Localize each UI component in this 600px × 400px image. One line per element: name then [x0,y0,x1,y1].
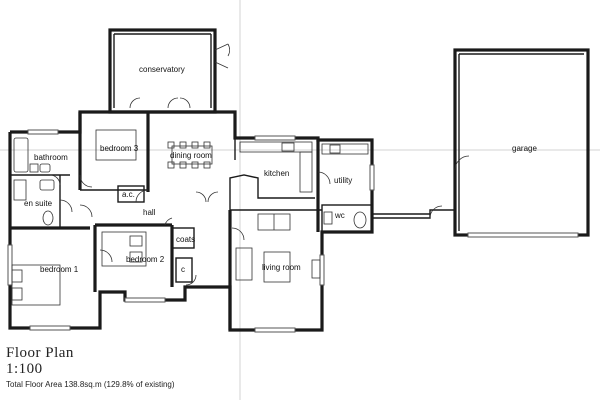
kitchen-units [239,141,313,193]
room-label-bathroom: bathroom [34,153,68,162]
plan-area-note: Total Floor Area 138.8sq.m (129.8% of ex… [6,380,175,389]
garage-walls [453,48,590,238]
utility-units [321,143,369,155]
room-label-en-suite: en suite [24,199,53,208]
living-room-furniture [235,213,321,283]
wc-fixtures [323,211,367,229]
room-label-cupboard: c [181,265,185,274]
room-label-conservatory: conservatory [139,65,185,74]
room-label-bedroom-2: bedroom 2 [126,255,165,264]
room-label-bedroom-3: bedroom 3 [100,144,139,153]
room-label-hall: hall [143,208,156,217]
plan-title: Floor Plan [6,345,74,361]
bedroom-beds [11,129,147,306]
door-swings [49,171,331,286]
link-path [372,205,455,219]
house-outer-walls [8,110,374,332]
room-label-garage: garage [512,144,537,153]
plan-scale: 1:100 [6,361,43,377]
windows [7,129,375,333]
room-label-kitchen: kitchen [264,169,289,178]
bathroom-fixtures [13,137,51,173]
room-label-utility: utility [334,176,352,185]
room-label-ac: a.c. [122,190,135,199]
room-label-bedroom-1: bedroom 1 [40,265,79,274]
room-label-wc: wc [334,211,345,220]
interior-walls [10,112,373,330]
en-suite-fixtures [13,179,55,226]
dining-table [167,141,213,169]
room-label-dining-room: dining room [170,151,212,160]
room-label-coats: coats [176,235,195,244]
room-label-living-room: living room [262,263,301,272]
